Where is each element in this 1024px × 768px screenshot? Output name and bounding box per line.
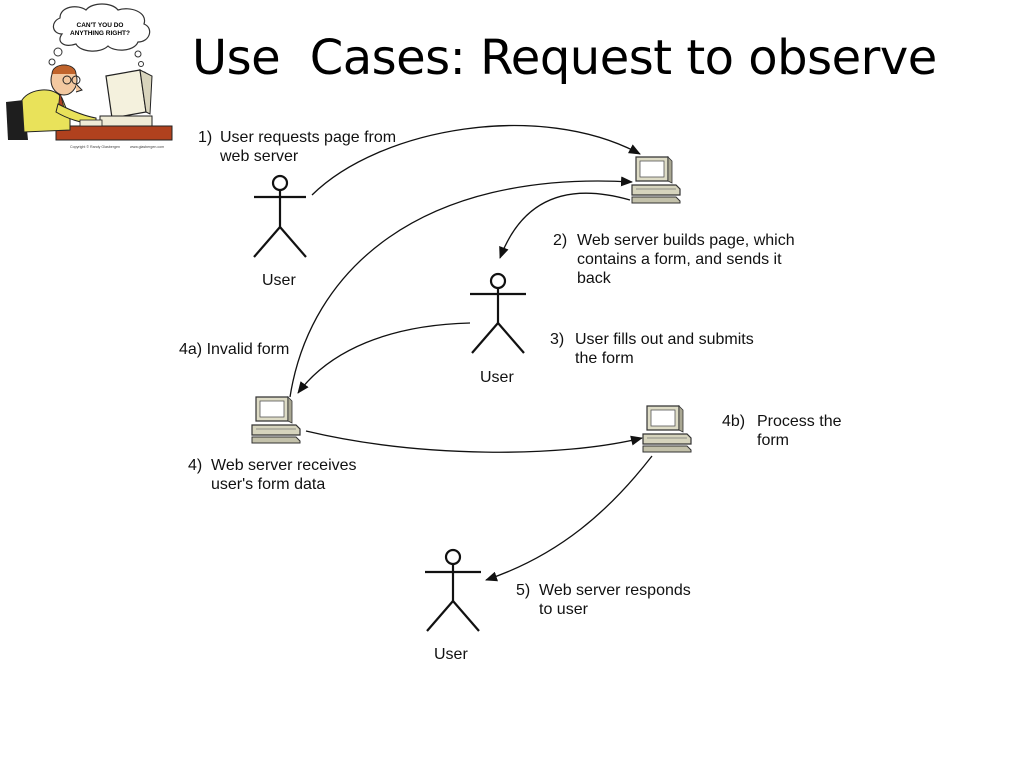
bubble-text-2: ANYTHING RIGHT? bbox=[70, 30, 130, 37]
step-4a-label: 4a) Invalid form bbox=[179, 341, 290, 358]
step-3-line-1: User fills out and submits bbox=[575, 331, 754, 348]
step-5-label: 5) Web server responds to user bbox=[516, 581, 691, 619]
step-5-number: 5) bbox=[516, 582, 531, 599]
step-2-line-2: contains a form, and sends it bbox=[577, 251, 782, 268]
step-3-line-2: the form bbox=[575, 350, 634, 367]
user-label-2: User bbox=[480, 369, 514, 386]
user-actor-1 bbox=[253, 174, 307, 258]
bubble-text-1: CAN'T YOU DO bbox=[77, 22, 124, 29]
step-1-label: 1) User requests page from web server bbox=[198, 128, 396, 166]
server-computer-3 bbox=[642, 405, 692, 453]
cartoon-website: www.glasbergen.com bbox=[130, 145, 164, 149]
step-4b-number: 4b) bbox=[722, 413, 746, 430]
user-label-3: User bbox=[434, 646, 468, 663]
step-2-number: 2) bbox=[553, 232, 568, 249]
step-4-line-1: Web server receives bbox=[211, 457, 357, 474]
arrow-3-user-submits bbox=[297, 322, 471, 394]
arrow-2-server-to-user bbox=[499, 192, 631, 259]
user-label-1: User bbox=[262, 272, 296, 289]
step-5-line-2: to user bbox=[539, 601, 588, 618]
step-3-number: 3) bbox=[550, 331, 565, 348]
server-computer-2 bbox=[251, 396, 301, 444]
step-1-line-2: web server bbox=[220, 148, 299, 165]
step-1-number: 1) bbox=[198, 129, 213, 146]
thought-bubble: CAN'T YOU DO ANYTHING RIGHT? bbox=[48, 3, 151, 92]
cartoon-illustration: CAN'T YOU DO ANYTHING RIGHT? Copyright ©… bbox=[6, 3, 173, 149]
step-1-line-1: User requests page from bbox=[220, 129, 397, 146]
step-4-number: 4) bbox=[188, 457, 203, 474]
slide-title: Use Cases: Request to observe bbox=[192, 30, 937, 86]
step-4b-label: 4b) Process the form bbox=[722, 412, 841, 450]
step-3-label: 3) User fills out and submits the form bbox=[550, 330, 754, 368]
step-4b-line-2: form bbox=[757, 432, 789, 449]
user-actor-2 bbox=[470, 272, 526, 354]
step-5-line-1: Web server responds bbox=[539, 582, 691, 599]
step-2-line-1: Web server builds page, which bbox=[577, 232, 795, 249]
cartoon-copyright: Copyright © Randy Glasbergen bbox=[70, 145, 120, 149]
step-4-line-2: user's form data bbox=[211, 476, 326, 493]
step-2-line-3: back bbox=[577, 270, 611, 287]
step-4-label: 4) Web server receives user's form data bbox=[188, 456, 357, 494]
step-2-label: 2) Web server builds page, which contains… bbox=[553, 231, 795, 288]
arrow-1-user-to-server bbox=[311, 124, 641, 196]
step-4b-line-1: Process the bbox=[757, 413, 842, 430]
server-computer-1 bbox=[631, 156, 681, 204]
arrow-4b-process bbox=[305, 430, 643, 453]
arrow-4a-invalid-form bbox=[289, 176, 633, 398]
user-actor-3 bbox=[425, 548, 481, 632]
arrow-5-respond bbox=[485, 455, 653, 582]
